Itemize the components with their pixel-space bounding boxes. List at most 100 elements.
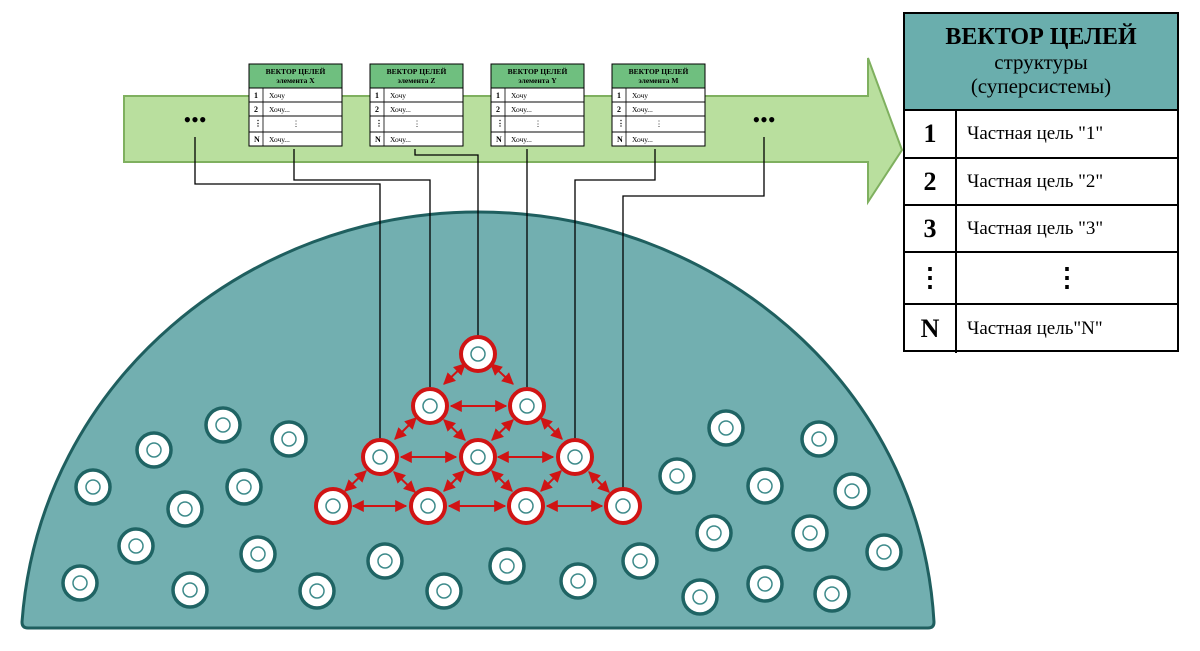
passive-element [135, 431, 173, 469]
passive-element [707, 409, 745, 447]
supersystem-goal-row-number: 1 [905, 111, 957, 157]
element-goal-table-row-text: Хочу... [390, 105, 411, 114]
element-goal-table-row-number: ⋮ [254, 119, 262, 128]
link-arrow [443, 419, 466, 441]
supersystem-goal-row-text: Частная цель "1" [967, 123, 1104, 144]
connector-line [622, 137, 765, 491]
active-element [556, 438, 594, 476]
passive-element [117, 527, 155, 565]
link-arrow [491, 419, 514, 441]
passive-element [425, 572, 463, 610]
connector-lines [194, 137, 765, 491]
supersystem-goal-row: 1 Частная цель "1" [905, 111, 1177, 159]
passive-element [204, 406, 242, 444]
element-goal-table-row-text: Хочу [269, 91, 285, 100]
active-element [459, 335, 497, 373]
element-goal-table-subtitle: элемента Z [398, 76, 436, 85]
element-goal-table-row-number: 2 [254, 105, 258, 114]
active-element [508, 387, 546, 425]
element-goal-table-row-text: Хочу... [632, 105, 653, 114]
element-goal-table-header [248, 63, 343, 89]
element-links [344, 363, 610, 512]
supersystem-table-title: ВЕКТОР ЦЕЛЕЙ [945, 24, 1137, 50]
element-goal-table-row-text: Хочу [632, 91, 648, 100]
element-goal-table-row-number: 1 [617, 91, 621, 100]
active-element [411, 387, 449, 425]
passive-element [61, 564, 99, 602]
element-goal-table-row [490, 131, 585, 147]
link-arrow [394, 417, 417, 440]
passive-element [833, 472, 871, 510]
active-element [507, 487, 545, 525]
element-goal-table-row-number: N [617, 135, 623, 144]
passive-element [270, 420, 308, 458]
supersystem-goal-row-text: ⋮ [1054, 263, 1080, 292]
passive-element [813, 575, 851, 613]
element-goal-table-header [611, 63, 706, 89]
link-arrow [540, 470, 562, 492]
passive-element [865, 533, 903, 571]
passive-elements [61, 406, 903, 616]
passive-element [239, 535, 277, 573]
supersystem-goal-row-text: Частная цель"N" [967, 318, 1103, 339]
active-element [604, 487, 642, 525]
supersystem-goal-row-number: 3 [905, 206, 957, 251]
element-goal-table-row-text: Хочу [390, 91, 406, 100]
element-goal-table-row-number: 2 [496, 105, 500, 114]
link-arrow [491, 470, 513, 492]
active-element [314, 487, 352, 525]
supersystem-goal-row: ⋮⋮ [905, 253, 1177, 305]
active-elements [314, 335, 642, 525]
passive-element [746, 467, 784, 505]
element-goal-table-subtitle: элемента Y [518, 76, 557, 85]
connector-line [574, 149, 656, 440]
element-goal-table-title: ВЕКТОР ЦЕЛЕЙ [629, 67, 689, 76]
passive-element [366, 542, 404, 580]
supersystem-goal-row-text: Частная цель "2" [967, 170, 1104, 192]
element-goal-table-row-number: ⋮ [617, 119, 625, 128]
passive-element [800, 420, 838, 458]
supersystem-table-subtitle: структуры [994, 50, 1088, 74]
element-goal-table-row-text: Хочу... [390, 135, 411, 144]
element-goal-table-row-number: 2 [375, 105, 379, 114]
element-goal-table-row-text: ⋮ [413, 119, 421, 128]
passive-element [488, 547, 526, 585]
element-goal-table-row-number: 1 [375, 91, 379, 100]
element-goal-table-row-number: N [375, 135, 381, 144]
element-goal-table-row-text: ⋮ [292, 119, 300, 128]
link-arrow [443, 363, 466, 385]
passive-element [621, 542, 659, 580]
supersystem-table-header: ВЕКТОР ЦЕЛЕЙ структуры (суперсистемы) [905, 14, 1177, 111]
passive-element [658, 457, 696, 495]
element-goal-table-row-text: Хочу... [269, 105, 290, 114]
passive-element [225, 468, 263, 506]
element-goal-table-title: ВЕКТОР ЦЕЛЕЙ [266, 67, 326, 76]
passive-element [298, 572, 336, 610]
element-goal-table-row [248, 131, 343, 147]
passive-element [74, 468, 112, 506]
arrow-left-ellipsis: ••• [183, 107, 206, 132]
element-goal-table-subtitle: элемента X [276, 76, 315, 85]
link-arrow [393, 471, 416, 493]
element-goal-table-row-number: ⋮ [496, 119, 504, 128]
element-goal-table-row-text: ⋮ [655, 119, 663, 128]
passive-element [746, 565, 784, 603]
element-goal-table-title: ВЕКТОР ЦЕЛЕЙ [387, 67, 447, 76]
element-goal-table-row-number: 1 [496, 91, 500, 100]
element-goal-table-row-number: N [496, 135, 502, 144]
link-arrow [344, 470, 367, 492]
element-goal-table-row-number: 2 [617, 105, 621, 114]
element-goal-table-header [369, 63, 464, 89]
element-goal-table-row [611, 131, 706, 147]
element-goal-table-row-number: 1 [254, 91, 258, 100]
link-arrow [443, 470, 465, 492]
supersystem-goal-row-number: 2 [905, 159, 957, 204]
supersystem-goal-row: 2 Частная цель "2" [905, 159, 1177, 206]
element-goal-table-subtitle: элемента M [639, 76, 679, 85]
